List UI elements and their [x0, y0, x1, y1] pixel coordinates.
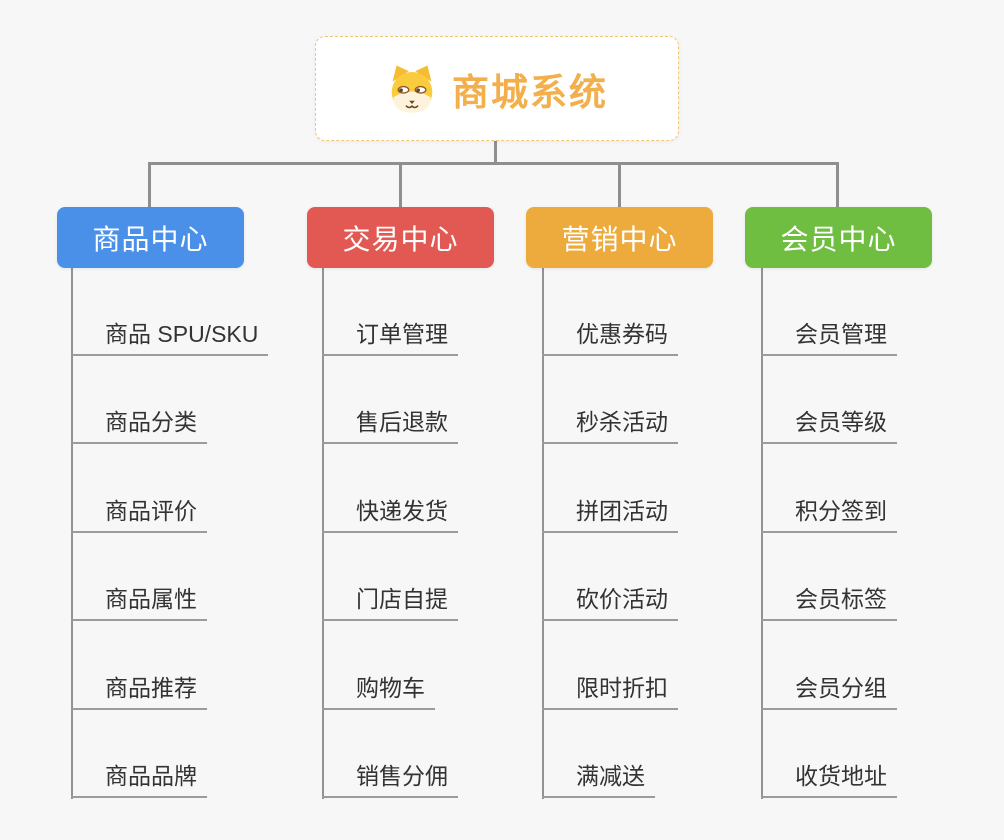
branch-node-product-center[interactable]: 商品中心 — [57, 207, 244, 268]
connector-horizontal — [148, 162, 839, 165]
tree-item[interactable]: 砍价活动 — [542, 585, 678, 621]
column-line-3 — [542, 268, 544, 799]
branch-label: 营销中心 — [561, 223, 678, 255]
tree-item[interactable]: 订单管理 — [322, 320, 458, 356]
tree-item[interactable]: 商品属性 — [71, 585, 207, 621]
branch-label: 会员中心 — [780, 223, 897, 255]
root-label: 商城系统 — [452, 71, 608, 113]
tree-item[interactable]: 销售分佣 — [322, 762, 458, 798]
tree-item[interactable]: 商品评价 — [71, 497, 207, 533]
tree-item[interactable]: 会员管理 — [761, 320, 897, 356]
root-node[interactable]: 商城系统 — [315, 36, 679, 141]
tree-item[interactable]: 限时折扣 — [542, 674, 678, 710]
column-line-1 — [71, 268, 73, 799]
tree-item[interactable]: 快递发货 — [322, 497, 458, 533]
column-line-2 — [322, 268, 324, 799]
tree-item[interactable]: 商品品牌 — [71, 762, 207, 798]
connector-drop-1 — [148, 162, 151, 207]
tree-item[interactable]: 售后退款 — [322, 408, 458, 444]
tree-item[interactable]: 会员等级 — [761, 408, 897, 444]
connector-drop-3 — [618, 162, 621, 207]
tree-item[interactable]: 优惠券码 — [542, 320, 678, 356]
tree-item[interactable]: 满减送 — [542, 762, 655, 798]
tree-item[interactable]: 积分签到 — [761, 497, 897, 533]
tree-item[interactable]: 会员分组 — [761, 674, 897, 710]
tree-item[interactable]: 门店自提 — [322, 585, 458, 621]
connector-root-stem — [494, 140, 497, 164]
dog-face-icon — [386, 63, 438, 115]
branch-label: 交易中心 — [342, 223, 459, 255]
column-line-4 — [761, 268, 763, 799]
tree-item[interactable]: 商品推荐 — [71, 674, 207, 710]
tree-item[interactable]: 会员标签 — [761, 585, 897, 621]
branch-node-member-center[interactable]: 会员中心 — [745, 207, 932, 268]
tree-item[interactable]: 商品 SPU/SKU — [71, 320, 269, 356]
tree-item[interactable]: 商品分类 — [71, 408, 207, 444]
branch-node-trade-center[interactable]: 交易中心 — [307, 207, 494, 268]
tree-item[interactable]: 收货地址 — [761, 762, 897, 798]
tree-item[interactable]: 秒杀活动 — [542, 408, 678, 444]
branch-label: 商品中心 — [92, 223, 209, 255]
connector-drop-4 — [836, 162, 839, 207]
tree-item[interactable]: 购物车 — [322, 674, 435, 710]
branch-node-marketing-center[interactable]: 营销中心 — [526, 207, 713, 268]
tree-item[interactable]: 拼团活动 — [542, 497, 678, 533]
connector-drop-2 — [399, 162, 402, 207]
